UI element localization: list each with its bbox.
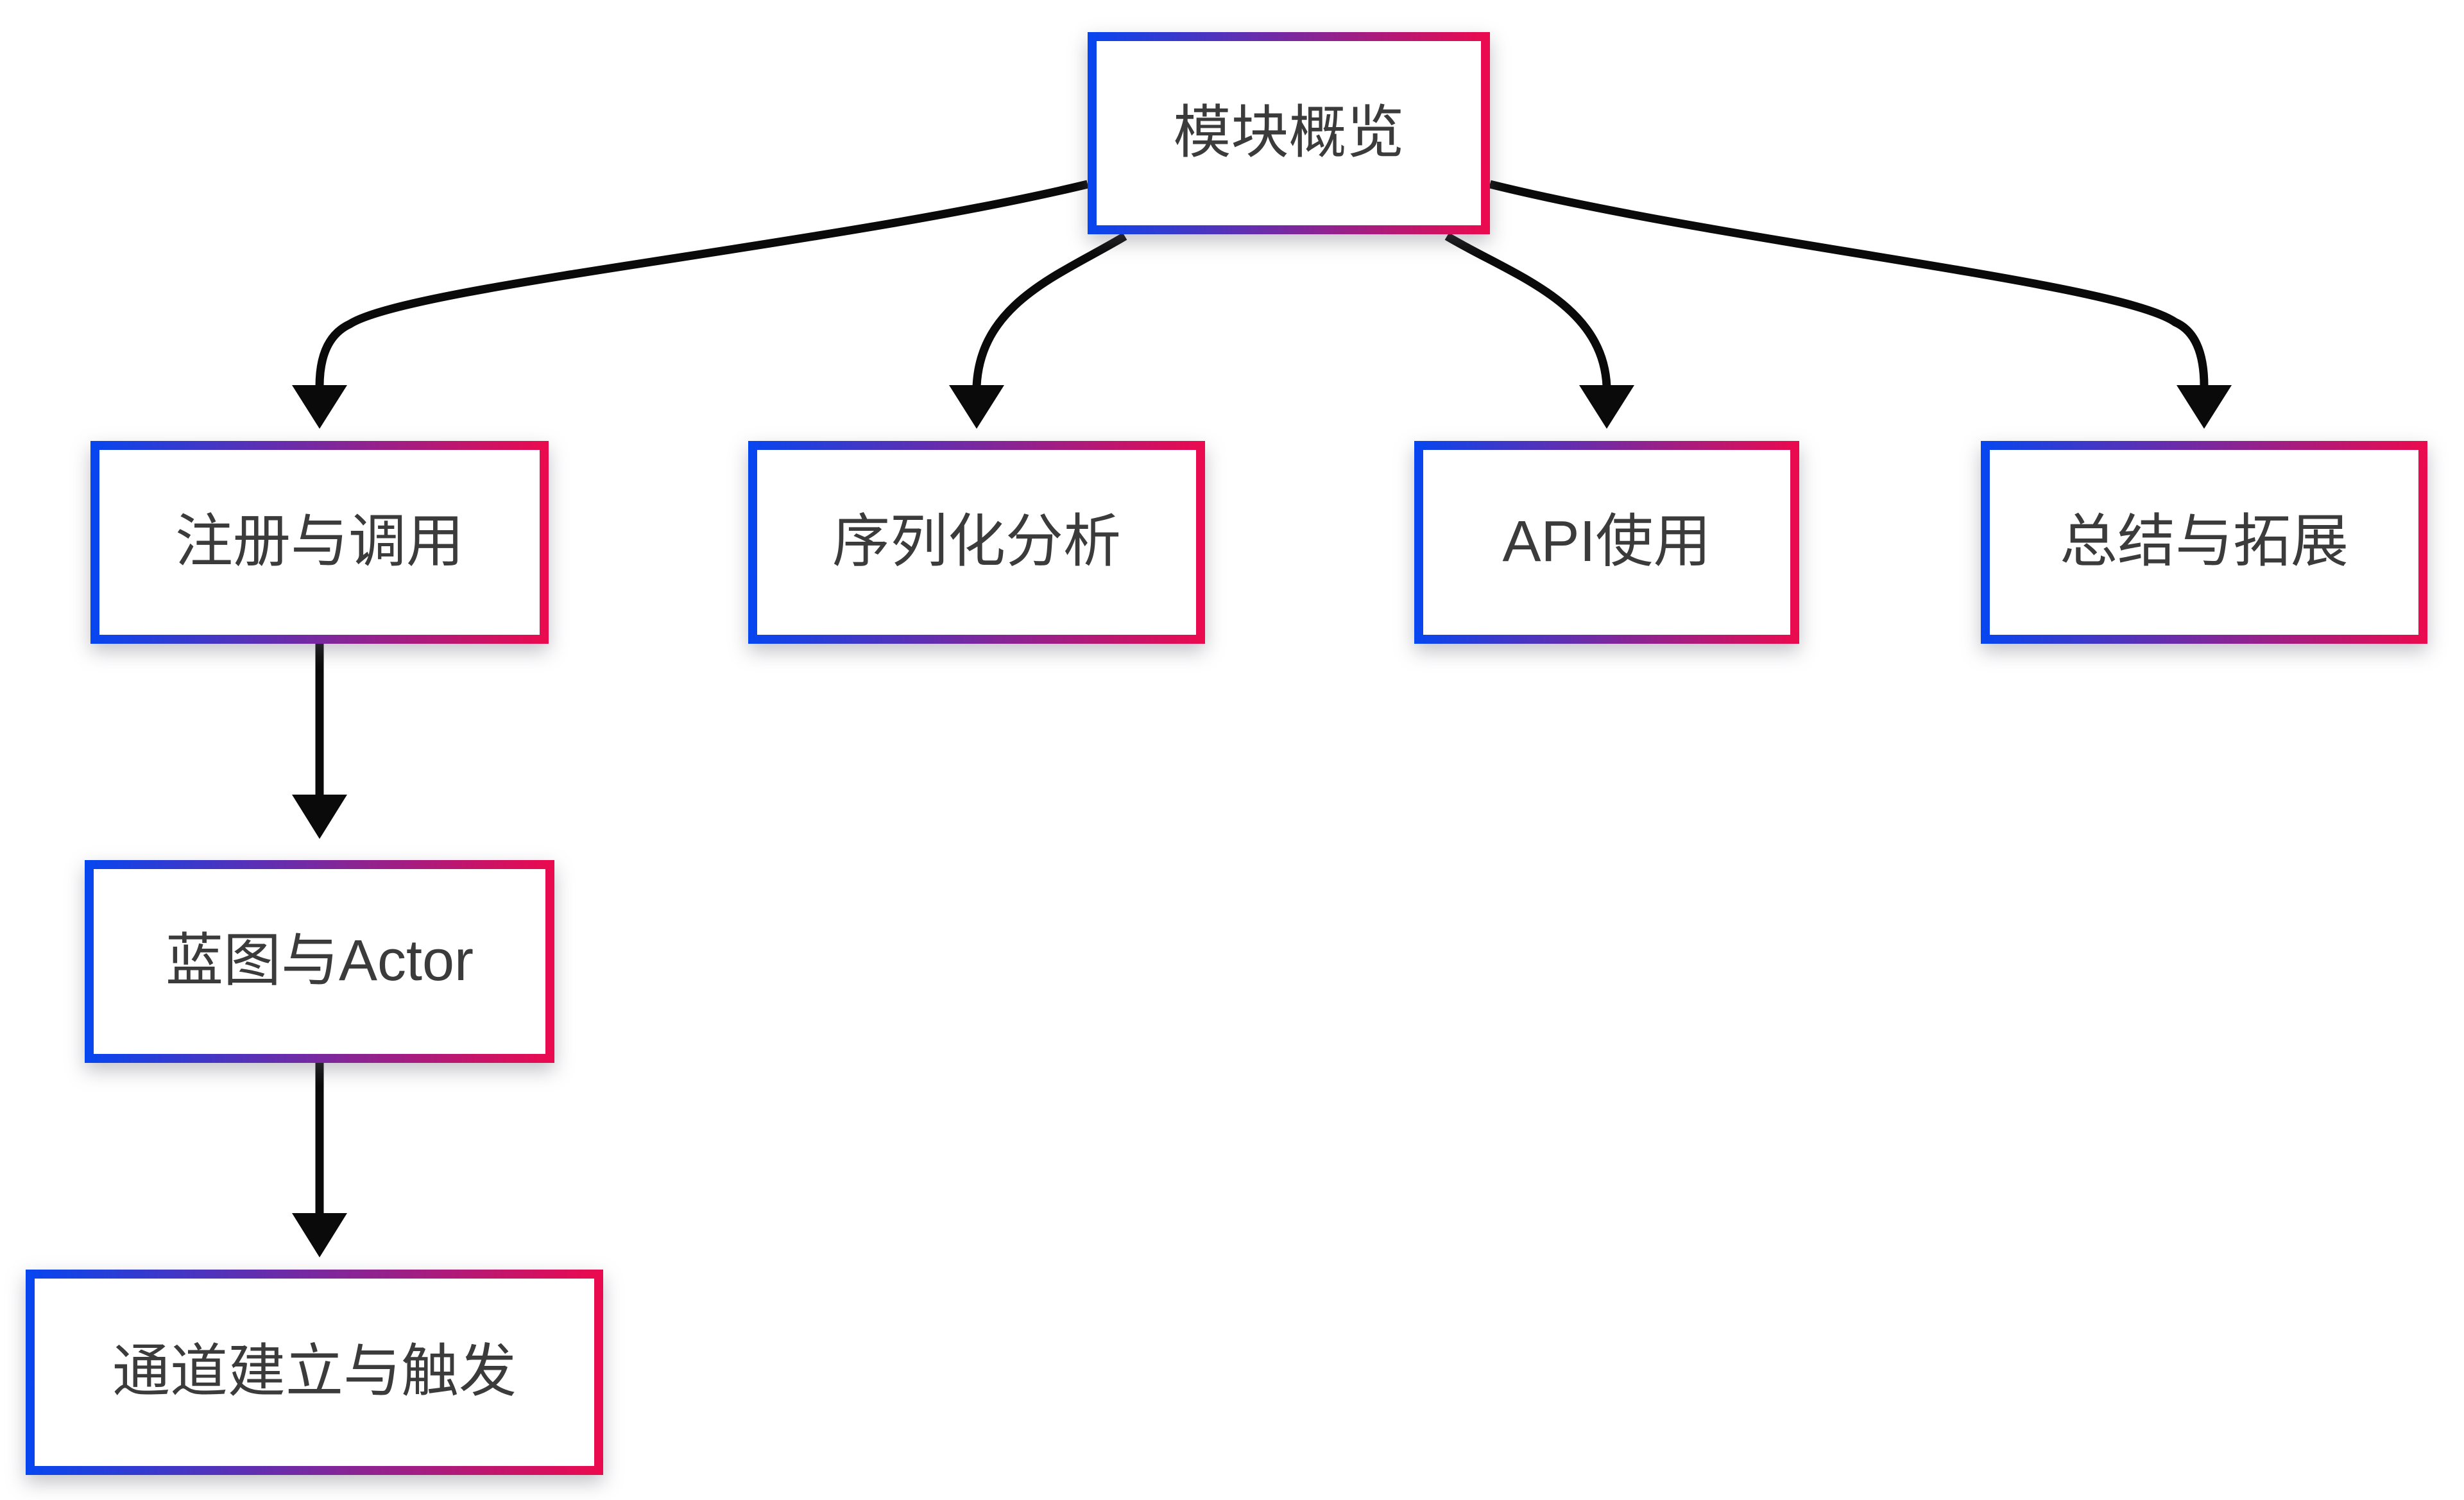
node-overview-label: 模块概览 bbox=[1173, 100, 1405, 165]
node-blueprint-actor-label: 蓝图与Actor bbox=[165, 929, 474, 994]
edge-blueprint-actor-channel-trigger bbox=[292, 1063, 347, 1257]
node-channel-trigger: 通道建立与触发 bbox=[26, 1270, 603, 1475]
edge-overview-summary bbox=[1489, 180, 2232, 429]
edge-overview-registration bbox=[292, 180, 1089, 429]
arrowhead-down-icon bbox=[292, 385, 347, 429]
node-channel-trigger-inner: 通道建立与触发 bbox=[35, 1279, 594, 1466]
node-overview: 模块概览 bbox=[1088, 32, 1490, 234]
node-channel-trigger-label: 通道建立与触发 bbox=[112, 1340, 517, 1404]
edge-line bbox=[1444, 232, 1611, 387]
node-serialization-inner: 序列化分析 bbox=[757, 450, 1196, 635]
node-serialization-label: 序列化分析 bbox=[832, 510, 1121, 574]
arrowhead-down-icon bbox=[2177, 385, 2232, 429]
edge-line bbox=[315, 180, 1089, 387]
edge-overview-serialization bbox=[949, 232, 1127, 429]
node-api-usage: API使用 bbox=[1414, 441, 1799, 644]
node-overview-inner: 模块概览 bbox=[1097, 41, 1481, 225]
node-summary-label: 总结与拓展 bbox=[2060, 510, 2348, 574]
arrowhead-down-icon bbox=[292, 1213, 347, 1257]
node-registration-label: 注册与调用 bbox=[175, 510, 464, 574]
node-summary: 总结与拓展 bbox=[1981, 441, 2427, 644]
edge-registration-blueprint-actor bbox=[292, 644, 347, 839]
arrowhead-down-icon bbox=[1579, 385, 1634, 429]
node-summary-inner: 总结与拓展 bbox=[1990, 450, 2418, 635]
node-serialization: 序列化分析 bbox=[748, 441, 1205, 644]
node-registration: 注册与调用 bbox=[90, 441, 549, 644]
node-blueprint-actor-inner: 蓝图与Actor bbox=[94, 869, 545, 1054]
arrowhead-down-icon bbox=[292, 795, 347, 839]
edge-overview-api-usage bbox=[1444, 232, 1634, 429]
node-api-usage-label: API使用 bbox=[1502, 510, 1711, 574]
edge-line bbox=[1489, 180, 2209, 387]
arrowhead-down-icon bbox=[949, 385, 1004, 429]
node-api-usage-inner: API使用 bbox=[1423, 450, 1790, 635]
node-blueprint-actor: 蓝图与Actor bbox=[85, 860, 554, 1063]
edge-line bbox=[972, 232, 1127, 387]
node-registration-inner: 注册与调用 bbox=[99, 450, 540, 635]
